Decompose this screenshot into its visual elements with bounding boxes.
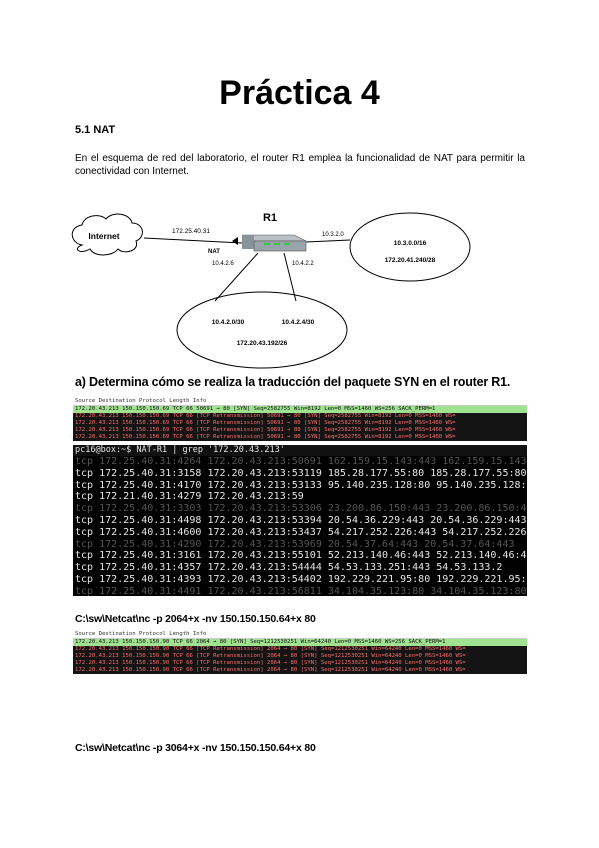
page-title: Práctica 4 bbox=[219, 74, 380, 112]
bottom-net-3: 172.20.43.192/26 bbox=[237, 340, 288, 347]
internet-label: Internet bbox=[88, 231, 119, 241]
capture-row[interactable]: 172.20.43.213 150.150.150.90 TCP 66 [TCP… bbox=[73, 660, 527, 667]
terminal-line: tcp 172.25.40.31:4491 172.20.43.213:5681… bbox=[75, 585, 527, 596]
packet-capture-1: Source Destination Protocol Length Info … bbox=[73, 398, 527, 441]
ip-bottom-right: 10.4.2.2 bbox=[292, 261, 314, 267]
right-net-2: 172.20.41.240/28 bbox=[385, 257, 436, 264]
capture-row[interactable]: 172.20.43.213 150.150.150.69 TCP 66 [TCP… bbox=[73, 434, 527, 441]
link-bottom-right bbox=[283, 252, 297, 302]
nat-label: NAT bbox=[208, 249, 220, 255]
capture-row[interactable]: 172.20.43.213 150.150.150.90 TCP 66 [TCP… bbox=[73, 646, 527, 653]
internet-cloud bbox=[71, 213, 143, 256]
capture-row[interactable]: 172.20.43.213 150.150.150.69 TCP 66 [TCP… bbox=[73, 413, 527, 420]
router-icon bbox=[241, 234, 307, 252]
network-diagram: Internet R1 172.25.40.31 NAT 10.3.2.0 10… bbox=[71, 212, 471, 369]
nat-marker-icon bbox=[232, 237, 238, 245]
router-label: R1 bbox=[263, 212, 277, 224]
capture-row[interactable]: 172.20.43.213 150.150.150.69 TCP 66 5069… bbox=[73, 406, 527, 413]
capture-header: Source Destination Protocol Length Info bbox=[73, 398, 527, 406]
terminal-line: tcp 172.25.40.31:3158 172.20.43.213:5311… bbox=[75, 467, 527, 479]
bottom-net-1: 10.4.2.0/30 bbox=[212, 319, 245, 326]
capture-row[interactable]: 172.20.43.213 150.150.150.90 TCP 66 2064… bbox=[73, 639, 527, 646]
terminal-line: tcp 172.25.40.31:4498 172.20.43.213:5339… bbox=[75, 514, 527, 526]
packet-capture-2: Source Destination Protocol Length Info … bbox=[73, 631, 527, 674]
terminal-line: tcp 172.25.40.31:4357 172.20.43.213:5444… bbox=[75, 562, 503, 574]
terminal-line: tcp 172.25.40.31:3161 172.20.43.213:5510… bbox=[75, 550, 527, 562]
link-bottom-left bbox=[214, 252, 259, 302]
ip-right-link: 10.3.2.0 bbox=[322, 232, 344, 238]
terminal-line: tcp 172.21.40.31:4279 172.20.43.213:59 bbox=[75, 491, 304, 503]
netcat-command-2: C:\sw\Netcat\nc -p 3064+x -nv 150.150.15… bbox=[75, 742, 316, 754]
terminal-output: pc16@box:~$ NAT-R1 | grep '172.20.43.213… bbox=[73, 445, 527, 596]
right-network bbox=[349, 212, 471, 282]
right-net-1: 10.3.0.0/16 bbox=[394, 240, 427, 247]
capture-row[interactable]: 172.20.43.213 150.150.150.90 TCP 66 [TCP… bbox=[73, 653, 527, 660]
section-heading: 5.1 NAT bbox=[75, 124, 116, 136]
intro-paragraph: En el esquema de red del laboratorio, el… bbox=[75, 153, 525, 177]
netcat-command-1: C:\sw\Netcat\nc -p 2064+x -nv 150.150.15… bbox=[75, 613, 316, 625]
capture-header: Source Destination Protocol Length Info bbox=[73, 631, 527, 639]
capture-row[interactable]: 172.20.43.213 150.150.150.90 TCP 66 [TCP… bbox=[73, 667, 527, 674]
question-a: a) Determina cómo se realiza la traducci… bbox=[75, 375, 511, 389]
bottom-net-2: 10.4.2.4/30 bbox=[282, 319, 315, 326]
capture-row[interactable]: 172.20.43.213 150.150.150.69 TCP 66 [TCP… bbox=[73, 427, 527, 434]
terminal-line: tcp 172.25.40.31:4264 172.20.43.213:5069… bbox=[75, 456, 527, 467]
terminal-line: tcp 172.25.40.31:4290 172.20.43.213:5396… bbox=[75, 538, 515, 550]
link-internet bbox=[143, 237, 243, 244]
ip-internet-link: 172.25.40.31 bbox=[172, 228, 210, 235]
terminal-line: tcp 172.25.40.31:4600 172.20.43.213:5343… bbox=[75, 526, 527, 538]
ip-bottom-left: 10.4.2.6 bbox=[212, 261, 234, 267]
link-right bbox=[305, 239, 351, 243]
terminal-line: tcp 172.25.40.31:4170 172.20.43.213:5313… bbox=[75, 479, 527, 491]
terminal-prompt: pc16@box:~$ NAT-R1 | grep '172.20.43.213… bbox=[73, 445, 527, 456]
terminal-line: tcp 172.25.40.31:3303 172.20.43.213:5330… bbox=[75, 503, 527, 515]
terminal-line: tcp 172.25.40.31:4393 172.20.43.213:5440… bbox=[75, 573, 527, 585]
capture-row[interactable]: 172.20.43.213 150.150.150.69 TCP 66 [TCP… bbox=[73, 420, 527, 427]
bottom-network bbox=[176, 291, 348, 369]
